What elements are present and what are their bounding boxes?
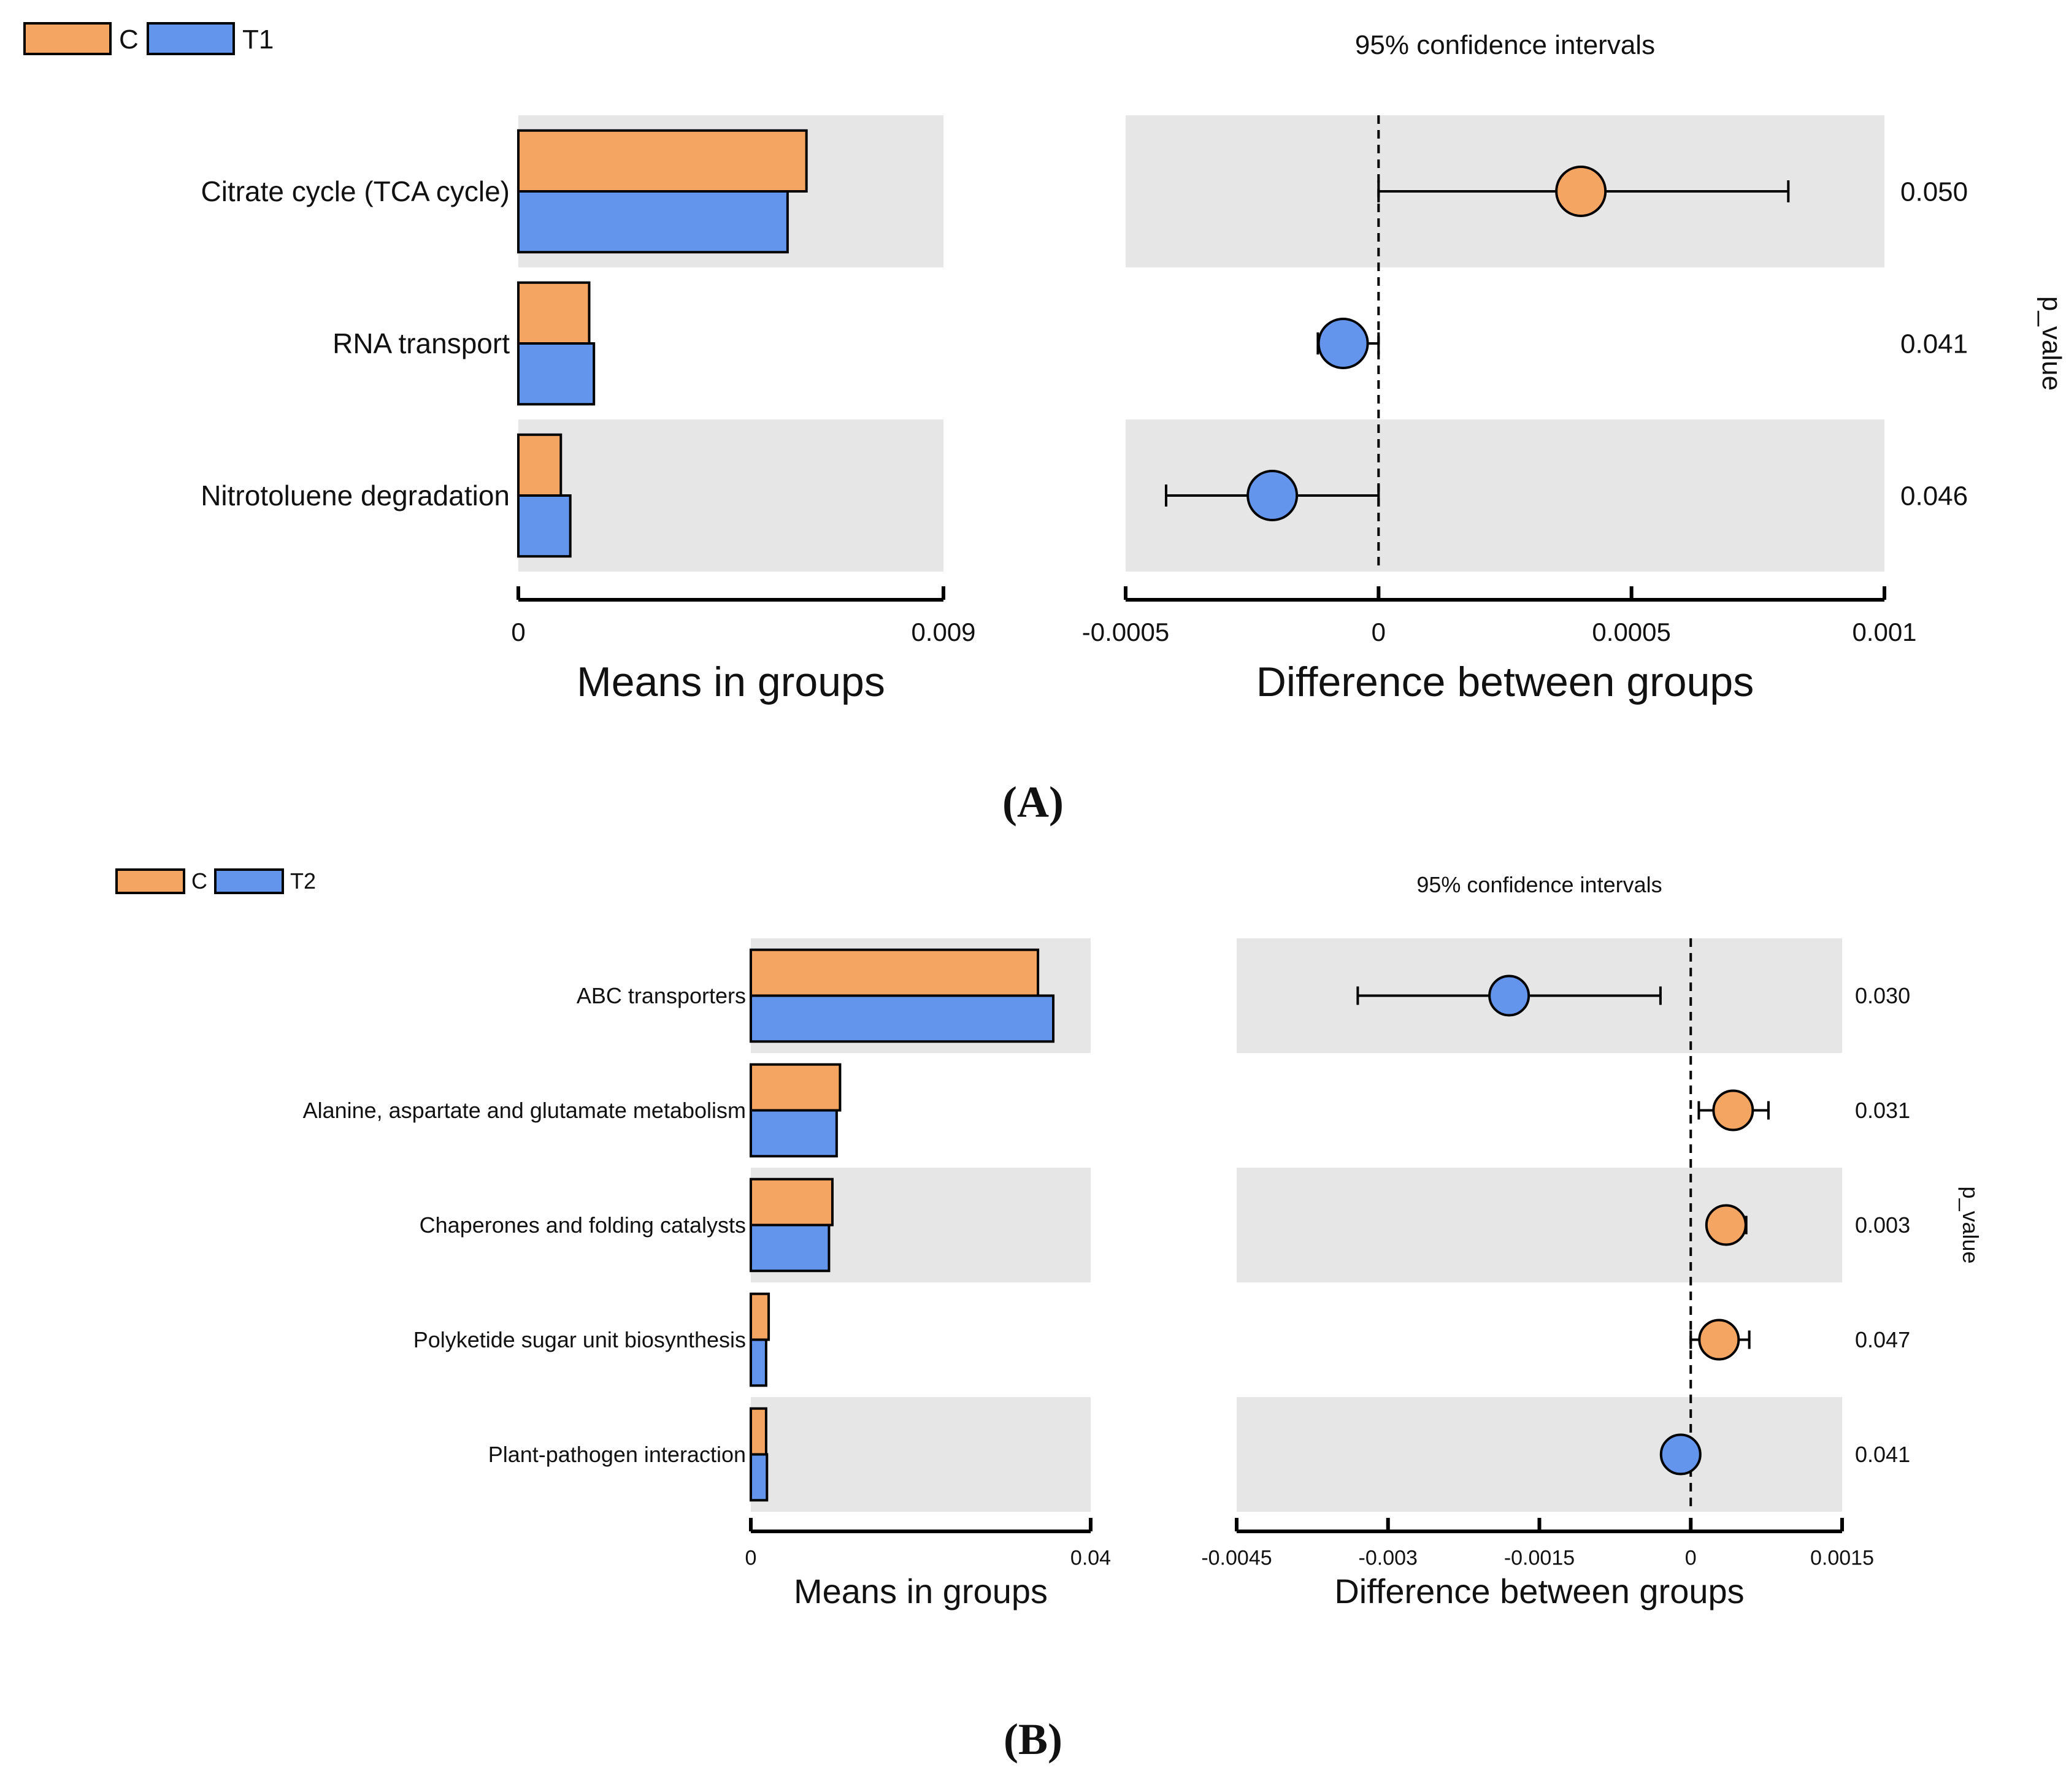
diff-tick-label: 0 — [1685, 1546, 1697, 1569]
difference-point-rna-transport — [1317, 318, 1369, 369]
diff-tick-label: -0.003 — [1359, 1546, 1418, 1569]
p-value: 0.041 — [1855, 1442, 1910, 1467]
p-value: 0.041 — [1900, 329, 1968, 359]
legend-label-t1: T1 — [242, 25, 274, 55]
diff-row-band — [1237, 1397, 1842, 1512]
bar-c-alanine-aspartate-and-glutamate-metabolism — [750, 1063, 842, 1112]
diff-tick-label: 0 — [1372, 618, 1386, 646]
bar-c-polyketide-sugar-unit-biosynthesis — [750, 1292, 770, 1341]
bar-t2-chaperones-and-folding-catalysts — [750, 1223, 831, 1273]
means-tick-label: 0.009 — [911, 618, 975, 646]
category-label: Citrate cycle (TCA cycle) — [201, 175, 510, 207]
bar-c-chaperones-and-folding-catalysts — [750, 1177, 834, 1227]
difference-point-citrate-cycle-tca-cycle — [1555, 166, 1607, 217]
ci-title: 95% confidence intervals — [1355, 30, 1655, 60]
bar-c-rna-transport — [517, 281, 591, 345]
category-label: ABC transporters — [577, 983, 746, 1008]
bar-t1-rna-transport — [517, 342, 596, 406]
difference-point-chaperones-and-folding-catalysts — [1705, 1204, 1747, 1246]
diff-tick-label: 0.0015 — [1810, 1546, 1874, 1569]
difference-point-polyketide-sugar-unit-biosynthesis — [1698, 1319, 1740, 1361]
p-value: 0.030 — [1855, 983, 1910, 1008]
bar-t1-citrate-cycle-tca-cycle — [517, 190, 789, 254]
bar-t2-plant-pathogen-interaction — [750, 1453, 769, 1502]
legend-label-c: C — [191, 868, 207, 894]
category-label: Chaperones and folding catalysts — [420, 1212, 746, 1238]
bar-t2-alanine-aspartate-and-glutamate-metabolism — [750, 1109, 838, 1158]
legend-swatch-t1 — [147, 22, 235, 55]
diff-tick-label: -0.0015 — [1504, 1546, 1575, 1569]
means-x-axis-title: Means in groups — [794, 1572, 1048, 1610]
legend-label-c: C — [119, 25, 139, 55]
difference-point-alanine-aspartate-and-glutamate-metabolism — [1712, 1089, 1754, 1131]
p-value: 0.050 — [1900, 177, 1968, 207]
p-value: 0.047 — [1855, 1327, 1910, 1352]
difference-point-plant-pathogen-interaction — [1659, 1433, 1702, 1476]
p-value: 0.031 — [1855, 1098, 1910, 1123]
legend-swatch-c — [23, 22, 112, 55]
diff-tick-label: -0.0045 — [1201, 1546, 1272, 1569]
diff-row-band — [1237, 1168, 1842, 1282]
means-tick-label: 0 — [511, 618, 525, 646]
difference-point-abc-transporters — [1488, 974, 1530, 1017]
category-label: Plant-pathogen interaction — [488, 1442, 746, 1467]
category-label: Polyketide sugar unit biosynthesis — [413, 1327, 746, 1352]
ci-title: 95% confidence intervals — [1416, 872, 1662, 897]
diff-tick-label: 0.001 — [1852, 618, 1916, 646]
bar-t2-abc-transporters — [750, 994, 1055, 1043]
p-value: 0.046 — [1900, 481, 1968, 511]
legend-swatch-t2 — [214, 868, 284, 894]
bar-c-abc-transporters — [750, 948, 1040, 997]
diff-tick-label: 0.0005 — [1592, 618, 1670, 646]
diff-tick-label: -0.0005 — [1082, 618, 1169, 646]
category-label: RNA transport — [332, 327, 510, 359]
means-tick-label: 0.04 — [1070, 1546, 1111, 1569]
category-label: Alanine, aspartate and glutamate metabol… — [303, 1098, 746, 1123]
means-row-band — [751, 1397, 1091, 1512]
means-row-band — [518, 419, 943, 572]
p-value: 0.003 — [1855, 1212, 1910, 1238]
bar-t1-nitrotoluene-degradation — [517, 494, 572, 558]
diff-x-axis-title: Difference between groups — [1334, 1572, 1744, 1610]
legend-label-t2: T2 — [290, 868, 316, 894]
means-tick-label: 0 — [745, 1546, 757, 1569]
legend-swatch-c — [115, 868, 185, 894]
p-value-axis-label: p_value — [2037, 296, 2066, 391]
bar-c-citrate-cycle-tca-cycle — [517, 129, 808, 193]
means-x-axis-title: Means in groups — [577, 659, 885, 705]
bar-t2-polyketide-sugar-unit-biosynthesis — [750, 1338, 767, 1387]
difference-point-nitrotoluene-degradation — [1246, 470, 1299, 521]
bar-c-plant-pathogen-interaction — [750, 1407, 767, 1456]
category-label: Nitrotoluene degradation — [201, 480, 510, 511]
p-value-axis-label: p_value — [1958, 1186, 1983, 1263]
bar-c-nitrotoluene-degradation — [517, 433, 563, 497]
panel-label: (A) — [1002, 778, 1064, 827]
diff-x-axis-title: Difference between groups — [1256, 659, 1754, 705]
panel-label: (B) — [1004, 1715, 1062, 1764]
